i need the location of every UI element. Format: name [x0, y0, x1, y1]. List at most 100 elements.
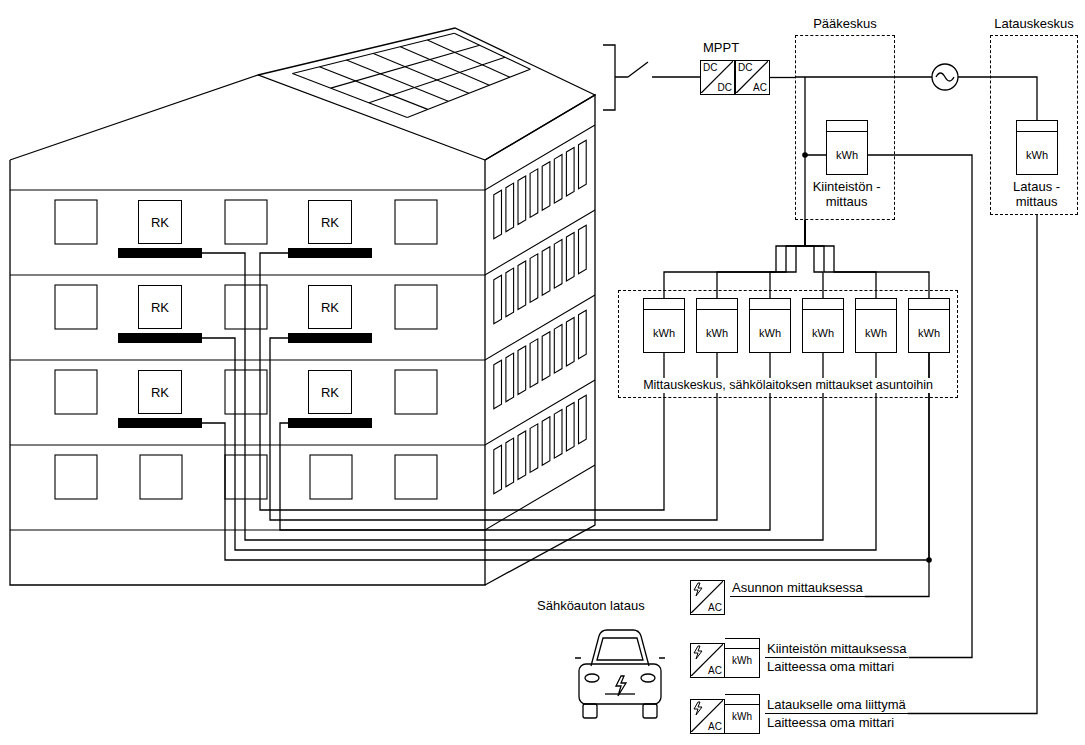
window: [225, 285, 267, 329]
node-text: Latauskeskus: [994, 16, 1074, 31]
side-window: [518, 346, 526, 395]
switchboard-frame: Mittauskeskus, sähkölaitoksen mittaukset…: [618, 290, 958, 398]
node-text: RK: [321, 385, 339, 400]
floor-line: [10, 210, 595, 275]
window: [55, 200, 97, 244]
wire: [770, 77, 795, 78]
side-window: [542, 332, 550, 381]
node-text: AC: [708, 602, 722, 613]
node-text: kWh: [803, 315, 843, 352]
node-text: DC: [718, 82, 732, 93]
node-text: Mittauskeskus, sähkölaitoksen mittaukset…: [641, 378, 935, 393]
charger-labels: Kiinteistön mittauksessaLaitteessa oma m…: [765, 641, 908, 674]
wire: [895, 77, 1037, 120]
node-text: kWh: [725, 709, 759, 724]
bolt-symbol: [694, 646, 702, 659]
node-text: kWh: [856, 315, 896, 352]
free-label: MPPT: [703, 40, 739, 55]
energy-meter: kWhLataus -mittaus: [1016, 120, 1058, 175]
window: RK: [138, 200, 182, 244]
side-window: [542, 417, 550, 466]
wire: [202, 338, 876, 550]
car-body: [579, 664, 661, 704]
window: [395, 370, 437, 414]
floor-line: [10, 380, 595, 445]
energy-meter: kWh: [855, 298, 897, 353]
window: RK: [308, 370, 352, 414]
side-window: [518, 431, 526, 480]
meter-strip: [1017, 121, 1057, 132]
window: [55, 455, 97, 499]
window: RK: [308, 285, 352, 329]
window: RK: [138, 370, 182, 414]
diagonal-line: [691, 581, 723, 613]
meter-strip: [750, 299, 790, 310]
node-text: Lataukselle oma liittymä: [765, 697, 908, 714]
side-window: [494, 190, 502, 239]
window: [395, 200, 437, 244]
meter-strip: [644, 299, 684, 310]
charger-symbol: AC: [690, 643, 725, 678]
diagonal-line: [701, 61, 733, 93]
side-window: [494, 275, 502, 324]
diagonal-line: [691, 700, 723, 732]
charger-labels: Asunnon mittauksessa: [730, 580, 865, 597]
node-text: RK: [151, 300, 169, 315]
solar-panel-line: [369, 57, 505, 103]
energy-meter: kWhKiinteistön -mittaus: [826, 120, 868, 175]
node-text: Laitteessa oma mittari: [765, 658, 908, 674]
meter-strip: [856, 299, 896, 310]
car-wheel: [643, 704, 657, 718]
side-window: [506, 183, 514, 232]
wire: [260, 253, 664, 510]
bolt-symbol: [694, 702, 702, 715]
side-window: [506, 268, 514, 317]
side-window: [530, 339, 538, 388]
side-window: [518, 176, 526, 225]
node-text: kWh: [644, 315, 684, 352]
window: [310, 455, 352, 499]
side-window: [554, 155, 562, 204]
wire: [270, 338, 717, 520]
radiator-window: RK: [118, 370, 202, 428]
wire: [868, 155, 972, 658]
floor-line: [10, 295, 595, 360]
window: [140, 455, 182, 499]
solar-panel-line: [346, 60, 448, 101]
car-wheel: [583, 704, 597, 718]
window: [55, 285, 97, 329]
node-text: Lataus -mittaus: [999, 179, 1075, 209]
car-bolt: [616, 676, 626, 696]
energy-meter: kWh: [749, 298, 791, 353]
side-window: [518, 261, 526, 310]
wire: [805, 220, 929, 298]
solar-panel-line: [454, 33, 530, 69]
meter-strip: [827, 121, 867, 132]
wire: [717, 220, 805, 298]
grid-symbol: [932, 64, 958, 90]
radiator-bar: [118, 333, 202, 343]
window: RK: [138, 285, 182, 329]
solar-panel-line: [373, 53, 468, 93]
junction-dot: [926, 557, 932, 563]
bolt-symbol: [694, 583, 702, 596]
diagonal-line: [691, 644, 723, 676]
main-bus: [795, 77, 895, 220]
side-window: [579, 140, 587, 189]
node-text: kWh: [697, 315, 737, 352]
converter-box: DCDC: [700, 60, 735, 95]
energy-meter: kWh: [802, 298, 844, 353]
side-window: [530, 424, 538, 473]
wire: [664, 220, 805, 298]
window: [225, 370, 267, 414]
free-label: Sähköauton lataus: [537, 598, 645, 613]
radiator-bar: [288, 248, 372, 258]
node-text: Laitteessa oma mittari: [765, 714, 908, 730]
window: RK: [308, 200, 352, 244]
side-window: [530, 169, 538, 218]
solar-panel-line: [331, 45, 480, 88]
wire: [805, 220, 823, 298]
node-text: kWh: [750, 315, 790, 352]
